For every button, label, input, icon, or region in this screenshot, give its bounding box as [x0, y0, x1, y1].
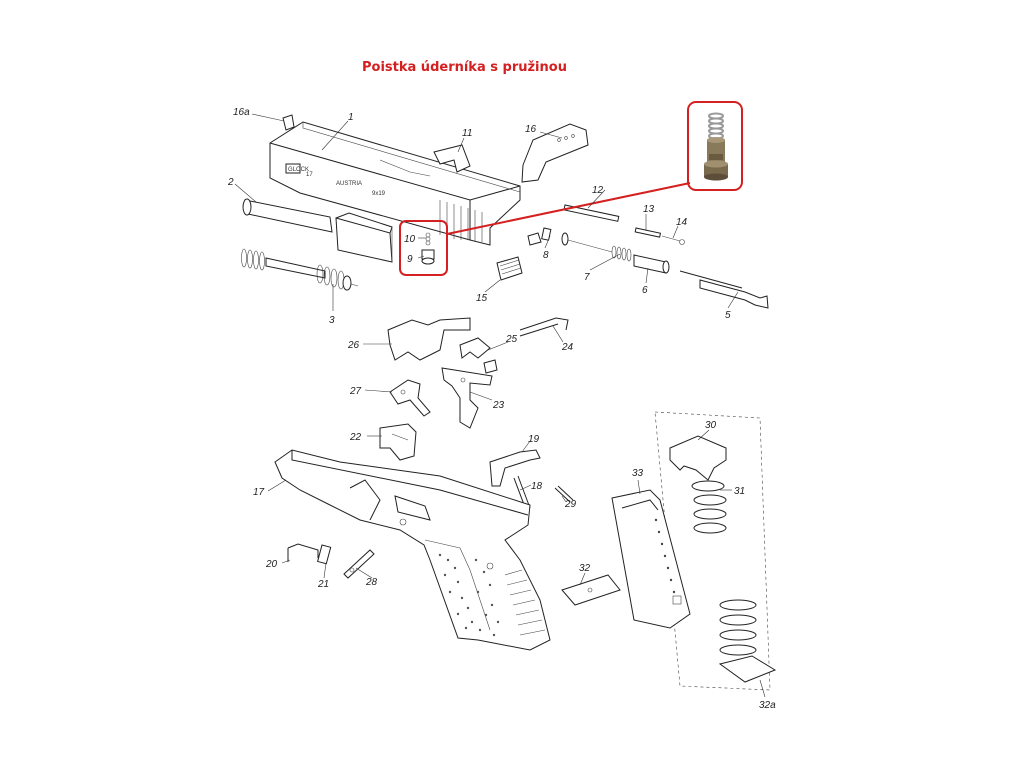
label-6: 6 [642, 285, 648, 296]
label-26: 26 [347, 340, 360, 351]
firing-pin-safety-photo [687, 101, 743, 191]
label-16: 16 [525, 124, 537, 135]
pin-14-part [661, 235, 685, 245]
extractor-part [433, 144, 471, 173]
label-8: 8 [543, 250, 549, 261]
trigger-bar-part [441, 367, 493, 429]
label-17: 17 [253, 487, 265, 498]
rear-sight-part [282, 114, 295, 131]
label-32a: 32a [759, 700, 776, 711]
firing-pin-safety-small [421, 232, 435, 265]
label-14: 14 [676, 217, 688, 228]
label-2: 2 [227, 177, 234, 188]
trigger-pin-part [343, 549, 375, 579]
label-22: 22 [349, 432, 362, 443]
label-29: 29 [564, 499, 577, 510]
slide-country-stamp: AUSTRIA [336, 181, 362, 187]
trigger-spring-part [519, 317, 569, 337]
label-12: 12 [592, 185, 604, 196]
label-18: 18 [531, 481, 543, 492]
slide-stop-lever-part [489, 449, 541, 487]
magazine-insert-part [718, 655, 777, 683]
barrel-part [242, 198, 393, 263]
label-11: 11 [462, 128, 472, 139]
label-3: 3 [329, 315, 335, 326]
pin-29-part [554, 485, 574, 503]
label-24: 24 [561, 342, 574, 353]
recoil-spring-part [241, 248, 359, 291]
label-7: 7 [584, 272, 590, 283]
spring-cups-pin-part [563, 204, 620, 222]
label-1: 1 [348, 112, 354, 123]
magazine-tube-part [611, 489, 691, 629]
callout-line [446, 182, 691, 235]
firing-pin-part [679, 270, 769, 309]
label-31: 31 [734, 486, 745, 497]
label-27: 27 [349, 386, 362, 397]
label-15: 15 [476, 293, 488, 304]
slide-cover-plate-part [496, 256, 523, 281]
label-5: 5 [725, 310, 731, 321]
part-25 [483, 359, 498, 374]
label-10: 10 [404, 234, 416, 245]
magazine-spring-part [691, 480, 757, 656]
trigger-housing-pin-part [379, 423, 417, 461]
slide-lock-part [316, 544, 332, 565]
part-labels: 16a 1 11 16 2 12 13 14 10 9 8 7 6 5 15 3… [227, 107, 776, 711]
part-8 [541, 227, 552, 241]
label-19: 19 [528, 434, 540, 445]
firing-pin-spring-part [561, 232, 632, 262]
sight-block-part [521, 123, 589, 183]
slide-caliber-stamp: 9x19 [372, 191, 386, 197]
slide-part: GLOCK 17 AUSTRIA 9x19 [269, 121, 521, 246]
label-33: 33 [632, 468, 644, 479]
highlight-box-small [399, 220, 448, 276]
label-16a: 16a [233, 107, 250, 118]
spacer-sleeve-part [634, 227, 662, 238]
diagram-title: Poistka úderníka s pružinou [362, 60, 567, 75]
magazine-floor-plate-part [561, 574, 621, 606]
spacer-sleeve-6-part [633, 254, 670, 274]
label-32: 32 [579, 563, 591, 574]
label-23: 23 [492, 400, 505, 411]
extractor-depressor-part [527, 232, 542, 246]
follower-part [669, 435, 727, 481]
label-30: 30 [705, 420, 717, 431]
label-25: 25 [505, 334, 518, 345]
slide-lock-spring-part [287, 543, 319, 562]
locking-block-part [387, 317, 491, 361]
frame-part [274, 449, 551, 651]
label-21: 21 [317, 579, 329, 590]
label-9: 9 [407, 254, 413, 265]
slide-model-stamp: 17 [306, 172, 313, 178]
label-28: 28 [365, 577, 378, 588]
connector-part [389, 379, 431, 417]
leader-lines [234, 113, 766, 698]
svg-text:GLOCK: GLOCK [288, 167, 309, 173]
label-20: 20 [265, 559, 278, 570]
highlight-box-large [687, 101, 743, 191]
label-13: 13 [643, 204, 655, 215]
